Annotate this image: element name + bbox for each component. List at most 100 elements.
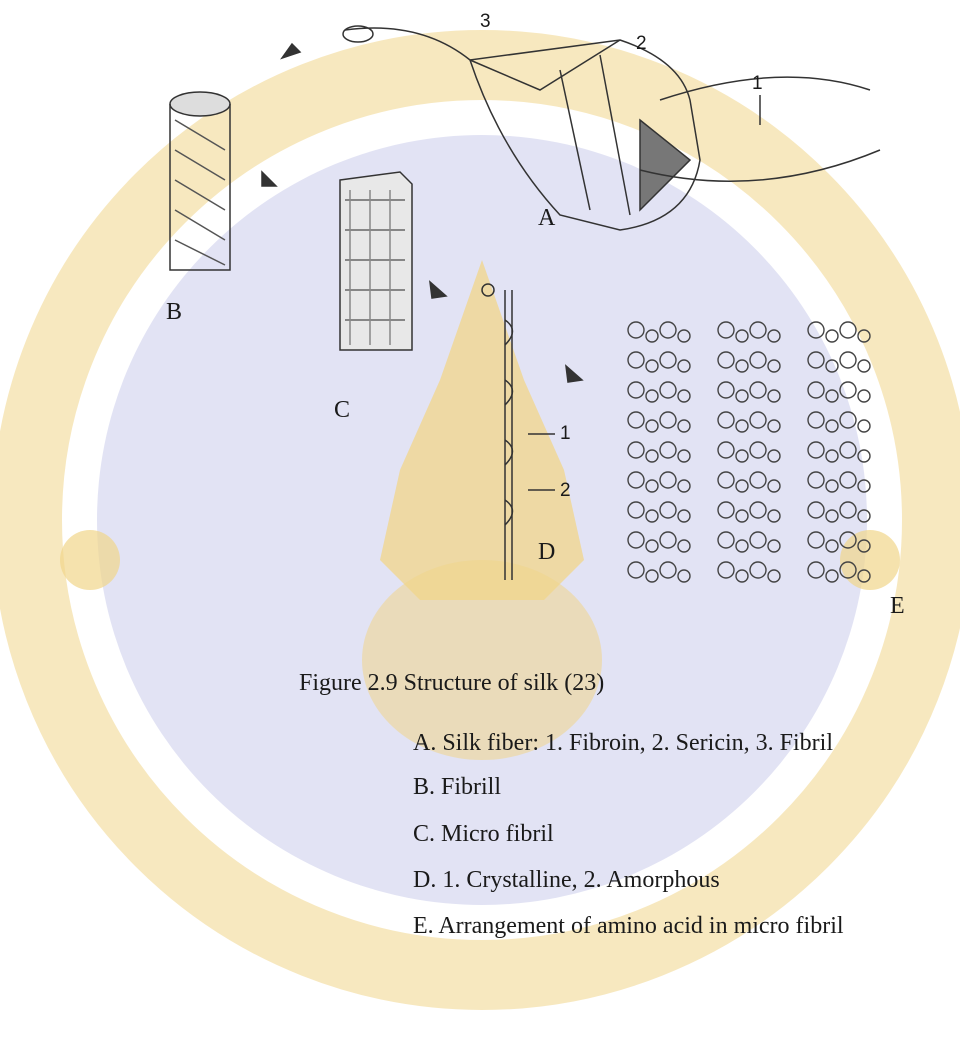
amino-acid-residue	[678, 390, 690, 402]
amino-acid-residue	[678, 480, 690, 492]
figure-caption: Figure 2.9 Structure of silk (23)	[299, 670, 604, 697]
amino-acid-residue	[840, 562, 856, 578]
amino-acid-residue	[858, 540, 870, 552]
part-number-a1: 1	[752, 74, 763, 93]
legend-item-c: C. Micro fibril	[413, 821, 554, 848]
amino-acid-residue	[718, 442, 734, 458]
amino-acid-residue	[660, 322, 676, 338]
amino-acid-residue	[750, 412, 766, 428]
amino-acid-residue	[826, 540, 838, 552]
amino-acid-residue	[826, 450, 838, 462]
amino-acid-residue	[718, 322, 734, 338]
amino-acid-residue	[808, 322, 824, 338]
amino-acid-residue	[660, 352, 676, 368]
amino-acid-residue	[660, 412, 676, 428]
amino-acid-residue	[858, 450, 870, 462]
part-number-d1: 1	[560, 424, 571, 443]
amino-acid-residue	[840, 532, 856, 548]
amino-acid-residue	[826, 420, 838, 432]
amino-acid-residue	[678, 330, 690, 342]
amino-acid-residue	[750, 562, 766, 578]
amino-acid-residue	[736, 450, 748, 462]
amino-acid-residue	[646, 450, 658, 462]
amino-acid-residue	[840, 502, 856, 518]
amino-acid-residue	[678, 420, 690, 432]
amino-acid-residue	[646, 360, 658, 372]
amino-acid-residue	[808, 472, 824, 488]
panel-label-a: A	[538, 206, 555, 230]
amino-acid-residue	[768, 330, 780, 342]
part-number-d2: 2	[560, 481, 571, 500]
amino-acid-residue	[768, 540, 780, 552]
amino-acid-residue	[660, 532, 676, 548]
amino-acid-residue	[858, 570, 870, 582]
amino-acid-residue	[718, 562, 734, 578]
amino-acid-residue	[826, 510, 838, 522]
amino-acid-residue	[628, 322, 644, 338]
amino-acid-residue	[750, 442, 766, 458]
amino-acid-residue	[678, 570, 690, 582]
amino-acid-residue	[646, 330, 658, 342]
amino-acid-residue	[768, 360, 780, 372]
amino-acid-residue	[858, 390, 870, 402]
amino-acid-residue	[750, 532, 766, 548]
amino-acid-residue	[840, 412, 856, 428]
silk-structure-illustration	[0, 0, 960, 640]
amino-acid-residue	[768, 390, 780, 402]
amino-acid-residue	[678, 360, 690, 372]
amino-acid-residue	[808, 382, 824, 398]
amino-acid-residue	[718, 412, 734, 428]
panel-label-d: D	[538, 540, 555, 564]
amino-acid-residue	[628, 352, 644, 368]
legend-item-a: A. Silk fiber: 1. Fibroin, 2. Sericin, 3…	[413, 730, 833, 757]
amino-acid-residue	[660, 502, 676, 518]
amino-acid-residue	[736, 510, 748, 522]
amino-acid-residue	[660, 442, 676, 458]
amino-acid-residue	[826, 390, 838, 402]
amino-acid-residue	[808, 502, 824, 518]
amino-acid-residue	[826, 330, 838, 342]
amino-acid-residue	[840, 322, 856, 338]
legend-item-e: E. Arrangement of amino acid in micro fi…	[413, 913, 844, 940]
amino-acid-residue	[660, 472, 676, 488]
amino-acid-residue	[628, 442, 644, 458]
amino-acid-residue	[826, 570, 838, 582]
amino-acid-residue	[678, 540, 690, 552]
panel-label-e: E	[890, 594, 905, 618]
amino-acid-residue	[736, 420, 748, 432]
amino-acid-residue	[736, 390, 748, 402]
amino-acid-residue	[718, 352, 734, 368]
amino-acid-residue	[768, 570, 780, 582]
amino-acid-residue	[750, 502, 766, 518]
amino-acid-residue	[858, 480, 870, 492]
amino-acid-residue	[840, 442, 856, 458]
amino-acid-residue	[646, 570, 658, 582]
amino-acid-residue	[840, 382, 856, 398]
amino-acid-residue	[840, 352, 856, 368]
legend-item-d: D. 1. Crystalline, 2. Amorphous	[413, 867, 720, 894]
amino-acid-residue	[750, 472, 766, 488]
amino-acid-residue	[826, 480, 838, 492]
amino-acid-residue	[678, 510, 690, 522]
amino-acid-residue	[768, 510, 780, 522]
amino-acid-residue	[768, 480, 780, 492]
amino-acid-residue	[646, 420, 658, 432]
amino-acid-residue	[628, 532, 644, 548]
amino-acid-residue	[736, 570, 748, 582]
amino-acid-residue	[750, 352, 766, 368]
amino-acid-residue	[660, 382, 676, 398]
amino-acid-residue	[858, 360, 870, 372]
panel-label-c: C	[334, 398, 350, 422]
amino-acid-residue	[808, 352, 824, 368]
amino-acid-residue	[808, 562, 824, 578]
amino-acid-residue	[628, 472, 644, 488]
amino-acid-residue	[628, 412, 644, 428]
amino-acid-residue	[718, 472, 734, 488]
amino-acid-residue	[660, 562, 676, 578]
amino-acid-residue	[858, 420, 870, 432]
amino-acid-residue	[736, 330, 748, 342]
amino-acid-residue	[858, 510, 870, 522]
amino-acid-residue	[808, 532, 824, 548]
amino-acid-residue	[858, 330, 870, 342]
amino-acid-residue	[736, 540, 748, 552]
